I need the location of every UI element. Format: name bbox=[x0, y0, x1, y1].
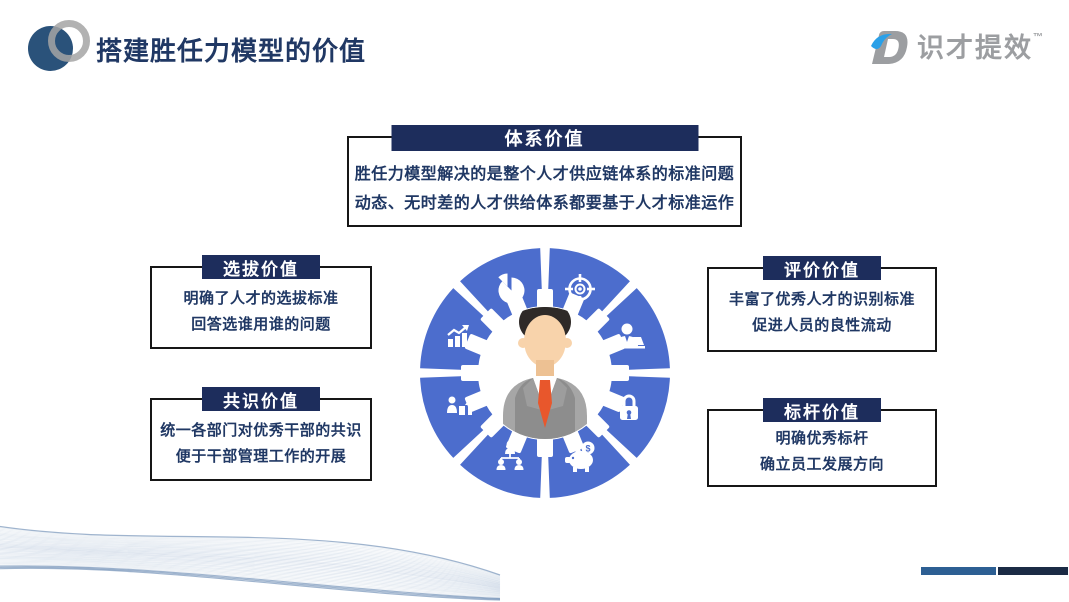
brand-trademark: ™ bbox=[1033, 32, 1043, 43]
wave-decoration bbox=[0, 525, 501, 601]
page-title: 搭建胜任力模型的价值 bbox=[96, 36, 367, 66]
value-box-consensus-line: 便于干部管理工作的开展 bbox=[175, 448, 347, 465]
businessman-laptop-icon bbox=[615, 323, 645, 349]
piggy-bank-icon: $ bbox=[565, 441, 595, 472]
footer-bar-blue bbox=[921, 567, 996, 575]
bar-chart-trend-icon bbox=[447, 325, 469, 347]
org-chart-icon bbox=[496, 440, 524, 470]
pie-chart-icon bbox=[498, 273, 525, 304]
value-box-system-line: 动态、无时差的人才供给体系都要基于人才标准运作 bbox=[354, 195, 735, 212]
value-box-system: 体系价值 胜任力模型解决的是整个人才供应链体系的标准问题 动态、无时差的人才供给… bbox=[347, 125, 742, 227]
brand-name: 识才提效 bbox=[917, 33, 1033, 63]
value-box-evaluation-title: 评价价值 bbox=[763, 256, 881, 280]
value-box-selection: 选拔价值 明确了人才的选拔标准 回答选谁用谁的问题 bbox=[150, 255, 372, 349]
slide-logo-mark bbox=[28, 20, 92, 74]
value-box-selection-line: 回答选谁用谁的问题 bbox=[191, 316, 331, 333]
growth-person-icon bbox=[447, 396, 475, 415]
competency-wheel: $ bbox=[420, 248, 670, 498]
value-box-evaluation-line: 丰富了优秀人才的识别标准 bbox=[728, 291, 915, 308]
value-box-benchmark-title: 标杆价值 bbox=[763, 398, 881, 422]
value-box-system-title: 体系价值 bbox=[391, 125, 698, 151]
value-box-selection-title: 选拔价值 bbox=[202, 255, 320, 279]
footer-bar-navy bbox=[998, 567, 1068, 575]
value-box-evaluation: 评价价值 丰富了优秀人才的识别标准 促进人员的良性流动 bbox=[707, 256, 937, 352]
value-box-consensus-line: 统一各部门对优秀干部的共识 bbox=[160, 422, 362, 439]
value-box-consensus-title: 共识价值 bbox=[202, 387, 320, 411]
logo-ring-icon bbox=[48, 20, 90, 62]
padlock-icon bbox=[620, 394, 638, 420]
target-icon bbox=[565, 274, 595, 304]
value-box-evaluation-line: 促进人员的良性流动 bbox=[752, 317, 892, 334]
brand-logo: 识才提效 ™ bbox=[865, 26, 1043, 70]
value-box-benchmark: 标杆价值 明确优秀标杆 确立员工发展方向 bbox=[707, 398, 937, 487]
businessman-figure bbox=[503, 307, 587, 439]
value-box-consensus: 共识价值 统一各部门对优秀干部的共识 便于干部管理工作的开展 bbox=[150, 387, 372, 481]
value-box-selection-line: 明确了人才的选拔标准 bbox=[183, 290, 339, 307]
brand-d-icon bbox=[871, 31, 908, 64]
svg-text:$: $ bbox=[585, 444, 590, 454]
value-box-benchmark-line: 明确优秀标杆 bbox=[775, 430, 869, 447]
value-box-benchmark-line: 确立员工发展方向 bbox=[759, 456, 884, 473]
value-box-system-line: 胜任力模型解决的是整个人才供应链体系的标准问题 bbox=[354, 166, 735, 183]
